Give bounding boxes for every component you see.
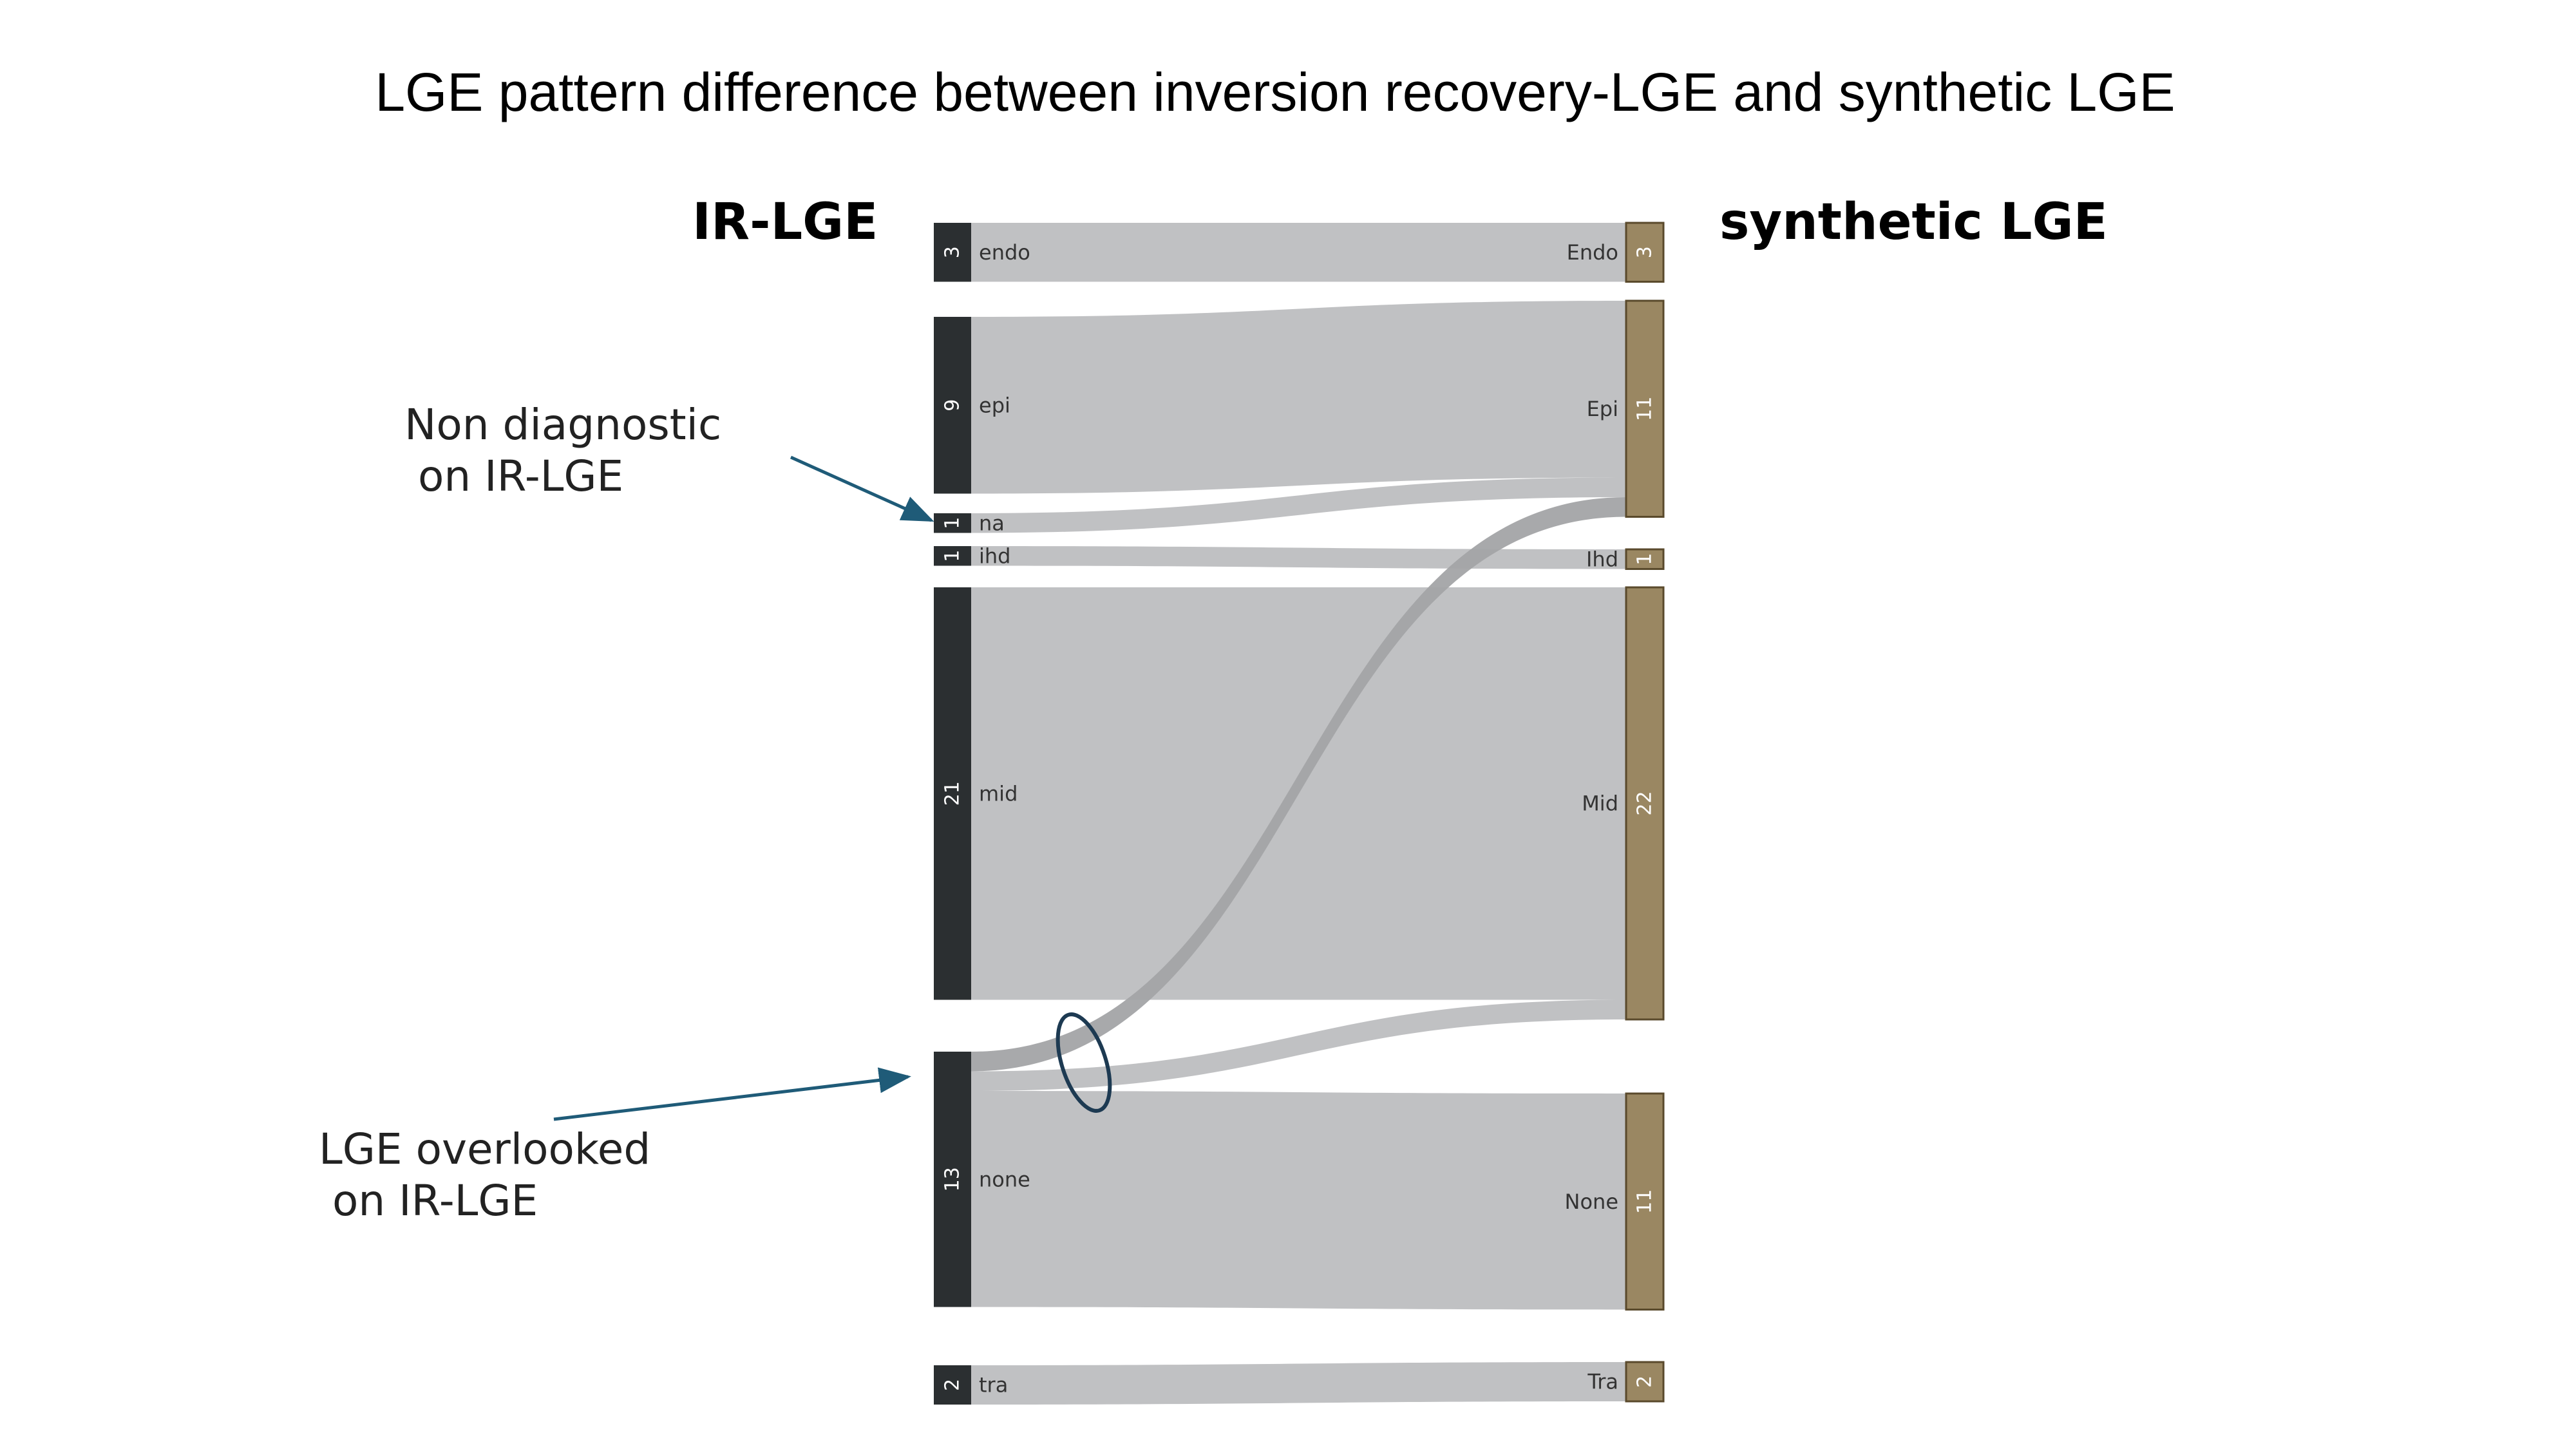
- right-node-endo-value: 3: [1634, 246, 1656, 258]
- right-node-endo-label: Endo: [1567, 240, 1618, 265]
- left-node-mid-value: 21: [942, 781, 964, 806]
- right-column-header: synthetic LGE: [1719, 193, 2108, 251]
- annotation-lge-overlooked: LGE overlooked on IR-LGE: [319, 1124, 651, 1226]
- link-ihd-to-Ihd: [971, 546, 1626, 569]
- left-node-tra-label: tra: [979, 1373, 1008, 1397]
- right-node-ihd: [1625, 548, 1665, 570]
- left-node-ihd: [934, 546, 971, 566]
- link-na-to-Epi: [971, 477, 1626, 533]
- right-node-endo: [1625, 222, 1665, 283]
- link-none-to-None: [971, 1091, 1626, 1310]
- left-column-header: IR-LGE: [692, 193, 878, 251]
- right-node-mid: [1625, 586, 1665, 1021]
- left-node-na: [934, 513, 971, 533]
- left-node-na-label: na: [979, 511, 1005, 535]
- left-node-mid-label: mid: [979, 781, 1018, 806]
- right-node-tra-value: 2: [1634, 1376, 1656, 1388]
- left-node-ihd-label: ihd: [979, 544, 1010, 568]
- left-node-na-value: 1: [942, 517, 964, 529]
- left-node-none: [934, 1052, 971, 1307]
- left-node-endo-label: endo: [979, 240, 1030, 265]
- chart-title: LGE pattern difference between inversion…: [375, 62, 2175, 122]
- left-node-endo: [934, 223, 971, 282]
- non-diagnostic-arrow: [790, 455, 934, 522]
- right-node-none: [1625, 1092, 1665, 1311]
- right-node-epi: [1625, 299, 1665, 518]
- right-node-mid-value: 22: [1634, 791, 1656, 815]
- right-node-ihd-value: 1: [1634, 553, 1656, 565]
- link-none-to-Epi: [971, 497, 1626, 1072]
- left-node-tra: [934, 1365, 971, 1405]
- lge-overlooked-arrow: [553, 1067, 911, 1121]
- link-none-to-Mid: [971, 999, 1626, 1091]
- left-node-none-label: none: [979, 1167, 1030, 1191]
- annotation-non-diagnostic: Non diagnostic on IR-LGE: [404, 400, 722, 501]
- highlight-ellipse: [1056, 1012, 1112, 1113]
- right-node-none-label: None: [1565, 1189, 1618, 1214]
- left-node-epi-label: epi: [979, 393, 1010, 417]
- left-node-epi: [934, 317, 971, 494]
- right-node-none-value: 11: [1634, 1189, 1656, 1214]
- right-node-ihd-label: Ihd: [1586, 547, 1618, 571]
- left-node-endo-value: 3: [942, 246, 964, 258]
- left-node-none-value: 13: [942, 1167, 964, 1191]
- left-node-mid: [934, 587, 971, 1000]
- right-node-epi-value: 11: [1634, 397, 1656, 421]
- left-node-ihd-value: 1: [942, 550, 964, 562]
- link-tra-to-Tra: [971, 1362, 1626, 1405]
- right-node-mid-label: Mid: [1582, 791, 1618, 816]
- left-node-epi-value: 9: [942, 399, 964, 412]
- left-node-tra-value: 2: [942, 1379, 964, 1391]
- right-node-epi-label: Epi: [1587, 397, 1618, 421]
- right-node-tra-label: Tra: [1587, 1370, 1618, 1394]
- link-endo-to-Endo: [971, 223, 1626, 282]
- right-node-tra: [1625, 1361, 1665, 1403]
- link-epi-to-Epi: [971, 301, 1626, 494]
